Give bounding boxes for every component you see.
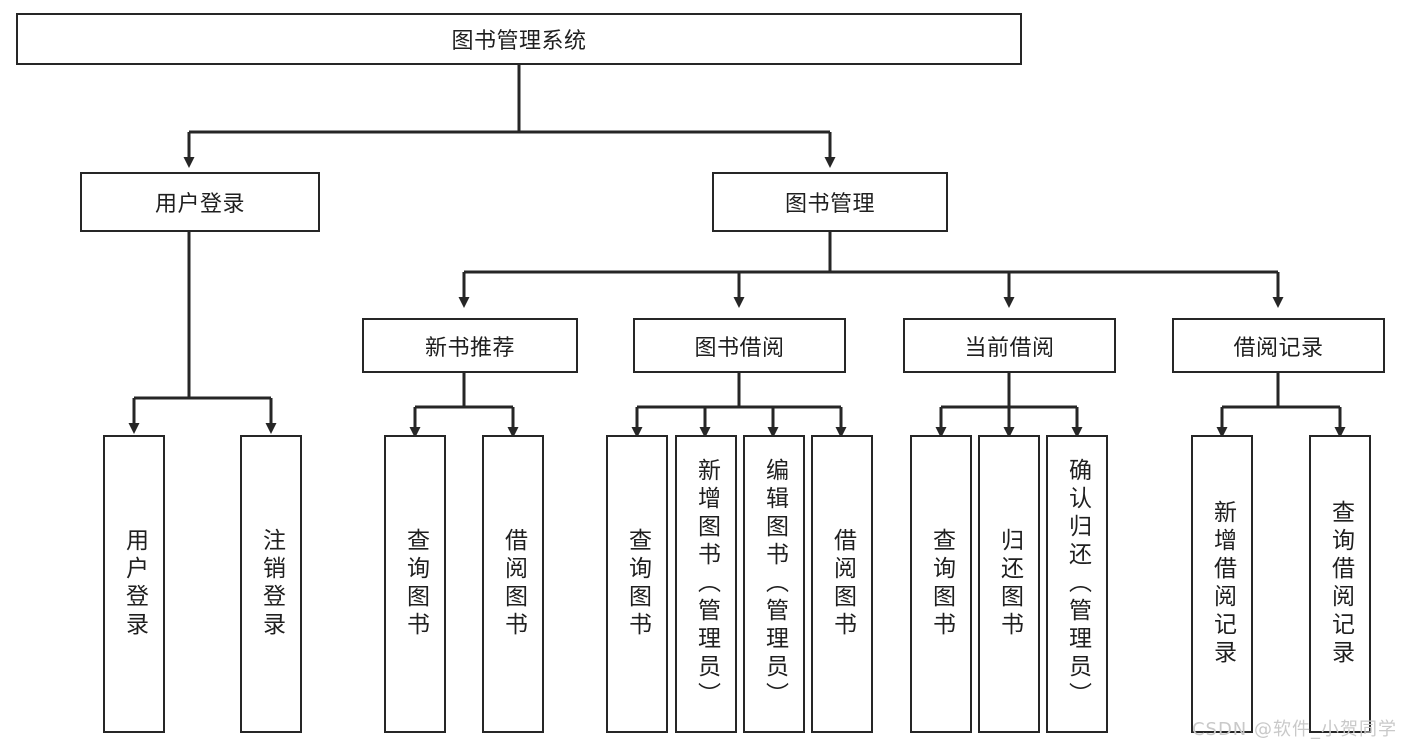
csdn-watermark: CSDN @软件_小贺同学 [1191,719,1397,740]
node-book-manage-label: 图书管理 [784,192,875,217]
node-user-login[interactable]: 用户登录 [80,172,320,232]
leaf-query-book-2-label: 查询图书 [624,528,651,640]
node-user-login-label: 用户登录 [154,192,245,217]
leaf-query-borrow-record-label: 查询借阅记录 [1327,500,1354,668]
node-borrow-record-label: 借阅记录 [1233,335,1324,361]
node-book-manage[interactable]: 图书管理 [712,172,948,232]
leaf-user-login-label: 用户登录 [121,528,148,640]
leaf-logout-label: 注销登录 [258,528,285,640]
node-current-borrow-label: 当前借阅 [964,335,1055,361]
leaf-query-book-1-label: 查询图书 [402,528,429,640]
leaf-query-book-2[interactable]: 查询图书 [606,435,668,733]
node-book-borrow[interactable]: 图书借阅 [633,318,846,373]
leaf-add-book-admin-label: 新增图书（管理员） [693,458,720,710]
leaf-add-borrow-record-label: 新增借阅记录 [1209,500,1236,668]
node-root[interactable]: 图书管理系统 [16,13,1022,65]
node-new-book-recommend-label: 新书推荐 [424,335,515,361]
leaf-return-book-label: 归还图书 [996,528,1023,640]
leaf-logout[interactable]: 注销登录 [240,435,302,733]
node-current-borrow[interactable]: 当前借阅 [903,318,1116,373]
leaf-query-borrow-record[interactable]: 查询借阅记录 [1309,435,1371,733]
node-book-borrow-label: 图书借阅 [694,335,785,361]
leaf-query-book-3[interactable]: 查询图书 [910,435,972,733]
node-root-label: 图书管理系统 [451,29,587,54]
leaf-confirm-return-admin[interactable]: 确认归还（管理员） [1046,435,1108,733]
node-borrow-record[interactable]: 借阅记录 [1172,318,1385,373]
leaf-edit-book-admin[interactable]: 编辑图书（管理员） [743,435,805,733]
leaf-borrow-book-2[interactable]: 借阅图书 [811,435,873,733]
leaf-return-book[interactable]: 归还图书 [978,435,1040,733]
leaf-query-book-3-label: 查询图书 [928,528,955,640]
leaf-edit-book-admin-label: 编辑图书（管理员） [761,458,788,710]
leaf-user-login[interactable]: 用户登录 [103,435,165,733]
leaf-confirm-return-admin-label: 确认归还（管理员） [1064,458,1091,710]
node-new-book-recommend[interactable]: 新书推荐 [362,318,578,373]
leaf-borrow-book-1-label: 借阅图书 [500,528,527,640]
leaf-borrow-book-2-label: 借阅图书 [829,528,856,640]
leaf-add-book-admin[interactable]: 新增图书（管理员） [675,435,737,733]
leaf-query-book-1[interactable]: 查询图书 [384,435,446,733]
leaf-add-borrow-record[interactable]: 新增借阅记录 [1191,435,1253,733]
leaf-borrow-book-1[interactable]: 借阅图书 [482,435,544,733]
